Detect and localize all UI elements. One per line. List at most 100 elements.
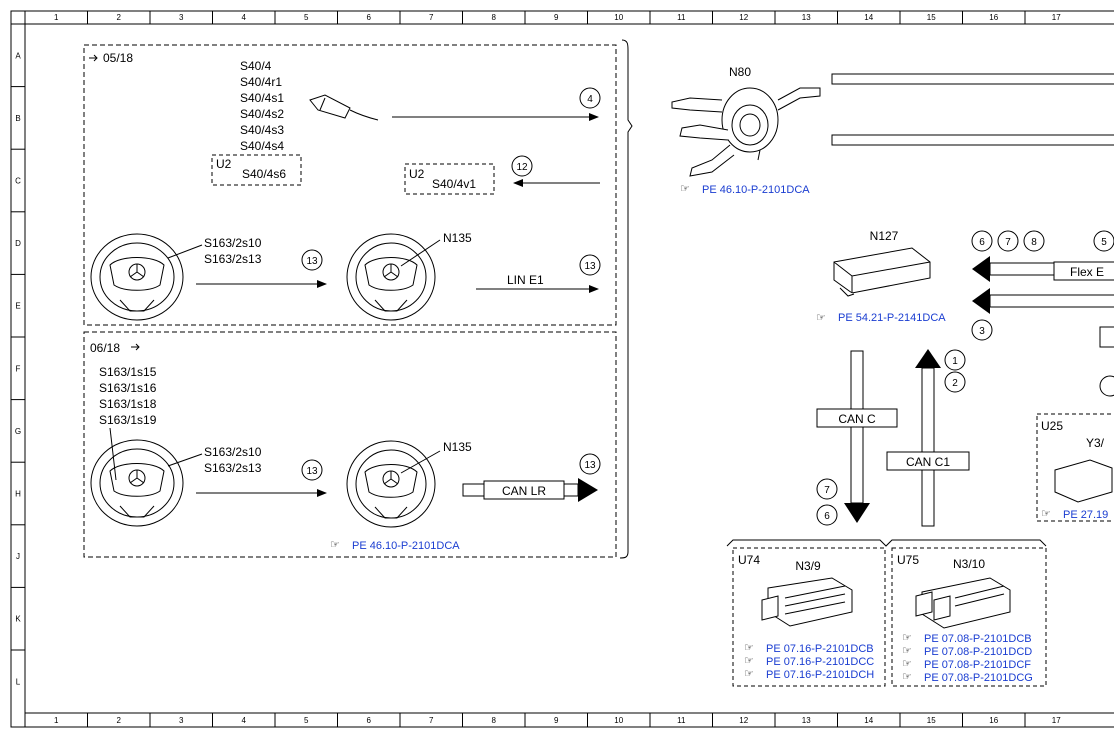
- column-label: 3: [179, 716, 184, 725]
- ref-link[interactable]: ☞ PE 54.21-P-2141DCA: [816, 312, 946, 324]
- circle-8: 8: [1031, 237, 1037, 248]
- column-label: 8: [492, 13, 497, 22]
- steering-column-module-drawing: [671, 87, 821, 177]
- n80-component: N80 ☞ PE 46.10-P-2101DCA: [671, 65, 1114, 196]
- row-label: B: [15, 114, 20, 123]
- column-ticks: 1122334455667788991010111112121313141415…: [24, 11, 1061, 727]
- column-label: 1: [54, 13, 59, 22]
- column-label: 13: [802, 13, 811, 22]
- u2-right-label: U2: [409, 167, 425, 181]
- can-c-label: CAN C: [838, 412, 876, 426]
- section-bracket: [619, 39, 633, 559]
- ref-link[interactable]: ☞ PE 27.19: [1041, 508, 1108, 521]
- engine-control-unit-drawing: [761, 577, 853, 627]
- n135-label: N135: [443, 231, 472, 245]
- u2-left-label: U2: [216, 157, 232, 171]
- column-label: 7: [429, 716, 434, 725]
- column-label: 6: [367, 716, 372, 725]
- engine-control-unit-drawing: [915, 577, 1011, 629]
- u74-label: U74: [738, 553, 760, 567]
- u75-component: U75 N3/10 ☞ PE 07.08-P-2101DCB ☞ PE 07.0…: [891, 547, 1047, 687]
- u25-label: U25: [1041, 419, 1063, 433]
- row-label: D: [15, 239, 21, 248]
- ref-link-text[interactable]: PE 07.16-P-2101DCC: [766, 656, 874, 668]
- column-label: 9: [554, 13, 559, 22]
- control-unit-drawing: [833, 247, 931, 297]
- u75-label: U75: [897, 553, 919, 567]
- column-label: 5: [304, 716, 309, 725]
- steering-wheel-left: [90, 439, 184, 527]
- can-lr-label: CAN LR: [502, 484, 546, 498]
- stalk-switch-drawing: [309, 94, 379, 121]
- column-label: 4: [242, 13, 247, 22]
- section-bottom-label: 06/18: [90, 341, 120, 355]
- column-label: 10: [614, 13, 623, 22]
- wheel-label: S163/2s13: [204, 461, 262, 475]
- ref-link-text[interactable]: PE 07.08-P-2101DCG: [924, 672, 1033, 684]
- column-label: 17: [1052, 716, 1061, 725]
- column-label: 10: [614, 716, 623, 725]
- u25-component: U25 Y3/ ☞ PE 27.19: [1036, 413, 1114, 522]
- column-label: 14: [864, 13, 873, 22]
- column-label: 6: [367, 13, 372, 22]
- hand-pointer-icon: ☞: [902, 645, 912, 657]
- switch-label: S40/4s2: [240, 107, 284, 121]
- column-label: 5: [304, 13, 309, 22]
- row-label: L: [16, 677, 21, 686]
- steering-wheel-right: [346, 233, 436, 321]
- flex-e-arrow: Flex E: [972, 256, 1114, 282]
- group-bracket: [726, 539, 1047, 547]
- column-label: 9: [554, 716, 559, 725]
- ref-link-text[interactable]: PE 07.16-P-2101DCB: [766, 643, 874, 655]
- ref-link-text[interactable]: PE 07.16-P-2101DCH: [766, 669, 874, 681]
- circle-12: 12: [516, 162, 528, 173]
- circle-13: 13: [306, 256, 318, 267]
- column-label: 12: [739, 716, 748, 725]
- column-label: 11: [677, 13, 686, 22]
- ref-link-text[interactable]: PE 07.08-P-2101DCF: [924, 659, 1031, 671]
- circle-2: 2: [952, 378, 958, 389]
- n135-label: N135: [443, 440, 472, 454]
- row-label: E: [15, 302, 20, 311]
- flex-e-label: Flex E: [1070, 265, 1104, 279]
- can-c1-label: CAN C1: [906, 455, 950, 469]
- ref-link-text[interactable]: PE 27.19: [1063, 509, 1108, 521]
- u25-item: Y3/: [1086, 436, 1105, 450]
- ref-link-text[interactable]: PE 07.08-P-2101DCB: [924, 633, 1032, 645]
- column-label: 4: [242, 716, 247, 725]
- column-label: 17: [1052, 13, 1061, 22]
- ref-link[interactable]: ☞ PE 46.10-P-2101DCA: [680, 183, 810, 196]
- u2-right-item: S40/4v1: [432, 177, 476, 191]
- row-label: J: [16, 552, 20, 561]
- u2-left-item: S40/4s6: [242, 167, 286, 181]
- row-label: G: [15, 427, 21, 436]
- row-label: F: [16, 364, 21, 373]
- ref-link-text[interactable]: PE 54.21-P-2141DCA: [838, 312, 946, 324]
- ref-link-text[interactable]: PE 07.08-P-2101DCD: [924, 646, 1032, 658]
- n127-component: N127 ☞ PE 54.21-P-2141DCA 6 7 8 5 Flex E: [816, 229, 1114, 397]
- column-label: 3: [179, 13, 184, 22]
- u74-item: N3/9: [795, 559, 821, 573]
- circle-7: 7: [1005, 237, 1011, 248]
- column-label: 8: [492, 716, 497, 725]
- circle-13: 13: [584, 460, 596, 471]
- ref-link-text[interactable]: PE 46.10-P-2101DCA: [352, 540, 460, 552]
- column-label: 15: [927, 13, 936, 22]
- column-label: 13: [802, 716, 811, 725]
- can-bus-arrows: CAN C CAN C1 1 2 7 6: [816, 349, 970, 527]
- circle-6: 6: [979, 237, 985, 248]
- ref-link[interactable]: ☞ PE 46.10-P-2101DCA: [330, 539, 460, 552]
- wheel-label: S163/2s10: [204, 445, 262, 459]
- grid-frame: 1122334455667788991010111112121313141415…: [10, 10, 1114, 728]
- ref-link-text[interactable]: PE 46.10-P-2101DCA: [702, 184, 810, 196]
- column-label: 11: [677, 716, 686, 725]
- hand-pointer-icon: ☞: [744, 642, 754, 654]
- column-label: 16: [989, 716, 998, 725]
- column-label: 2: [117, 716, 122, 725]
- switch-label: S40/4: [240, 59, 272, 73]
- switch-label-list: S40/4 S40/4r1 S40/4s1 S40/4s2 S40/4s3 S4…: [240, 59, 284, 153]
- column-label: 2: [117, 13, 122, 22]
- column-label: 1: [54, 716, 59, 725]
- hand-pointer-icon: ☞: [902, 658, 912, 670]
